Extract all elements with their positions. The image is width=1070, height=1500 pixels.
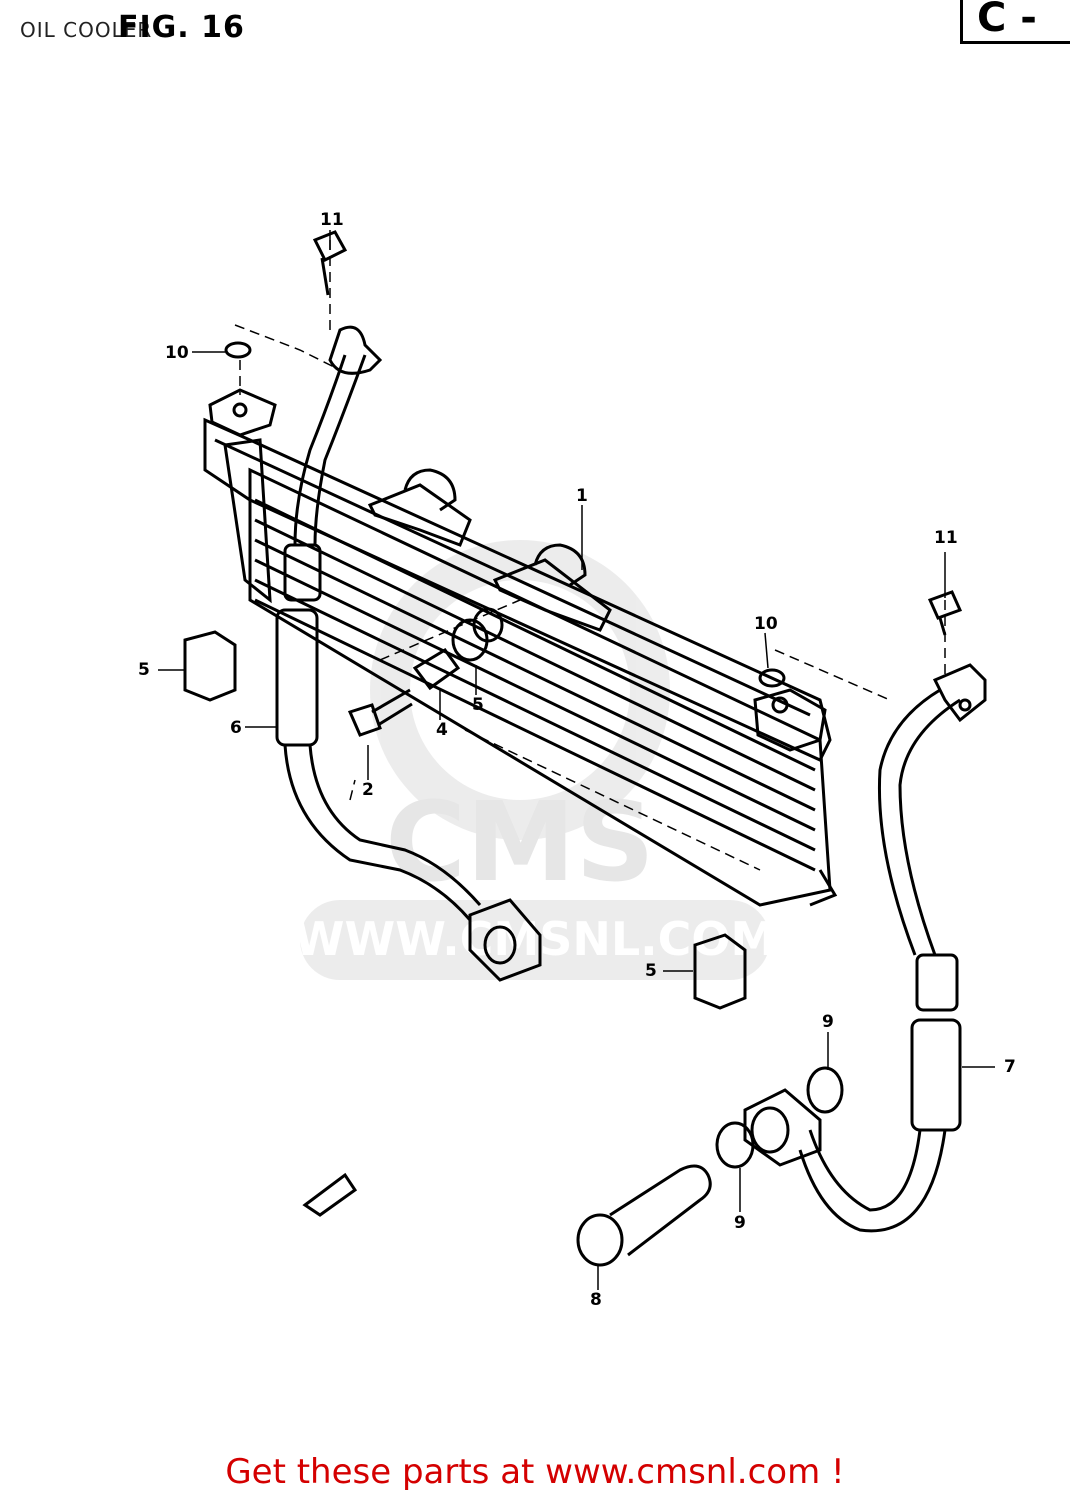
oil-hose-7 <box>743 663 987 1233</box>
callout-11-right: 11 <box>934 528 958 548</box>
callout-8: 8 <box>590 1290 602 1310</box>
small-parts <box>183 230 963 1267</box>
callout-3: 4 <box>436 720 448 740</box>
oil-hose-6 <box>275 325 542 982</box>
callout-7: 7 <box>1004 1057 1016 1077</box>
guide-lines <box>234 240 946 871</box>
watermark-brand: CMS <box>385 778 654 906</box>
callout-9-top: 9 <box>822 1012 834 1032</box>
callout-2: 2 <box>362 780 374 800</box>
callout-1: 1 <box>576 486 588 506</box>
callout-5-left: 5 <box>138 660 150 680</box>
leader-lines <box>158 230 995 1290</box>
section-title: OIL COOLER <box>20 18 153 42</box>
watermark-url: WWW.CMSNL.COM <box>294 912 777 966</box>
callout-6: 6 <box>230 718 242 738</box>
callout-11-left: 11 <box>320 210 344 230</box>
footer-link-text[interactable]: Get these parts at www.cmsnl.com ! <box>225 1452 845 1492</box>
callout-10-right: 10 <box>754 614 778 634</box>
callout-10-left: 10 <box>165 343 189 363</box>
figure-label: FIG. 16 <box>118 10 245 45</box>
callout-5-right: 5 <box>645 961 657 981</box>
oil-cooler-core <box>203 388 838 907</box>
callout-4: 5 <box>472 695 484 715</box>
section-code-box: C - <box>960 0 1070 44</box>
callout-9-bottom: 9 <box>734 1213 746 1233</box>
